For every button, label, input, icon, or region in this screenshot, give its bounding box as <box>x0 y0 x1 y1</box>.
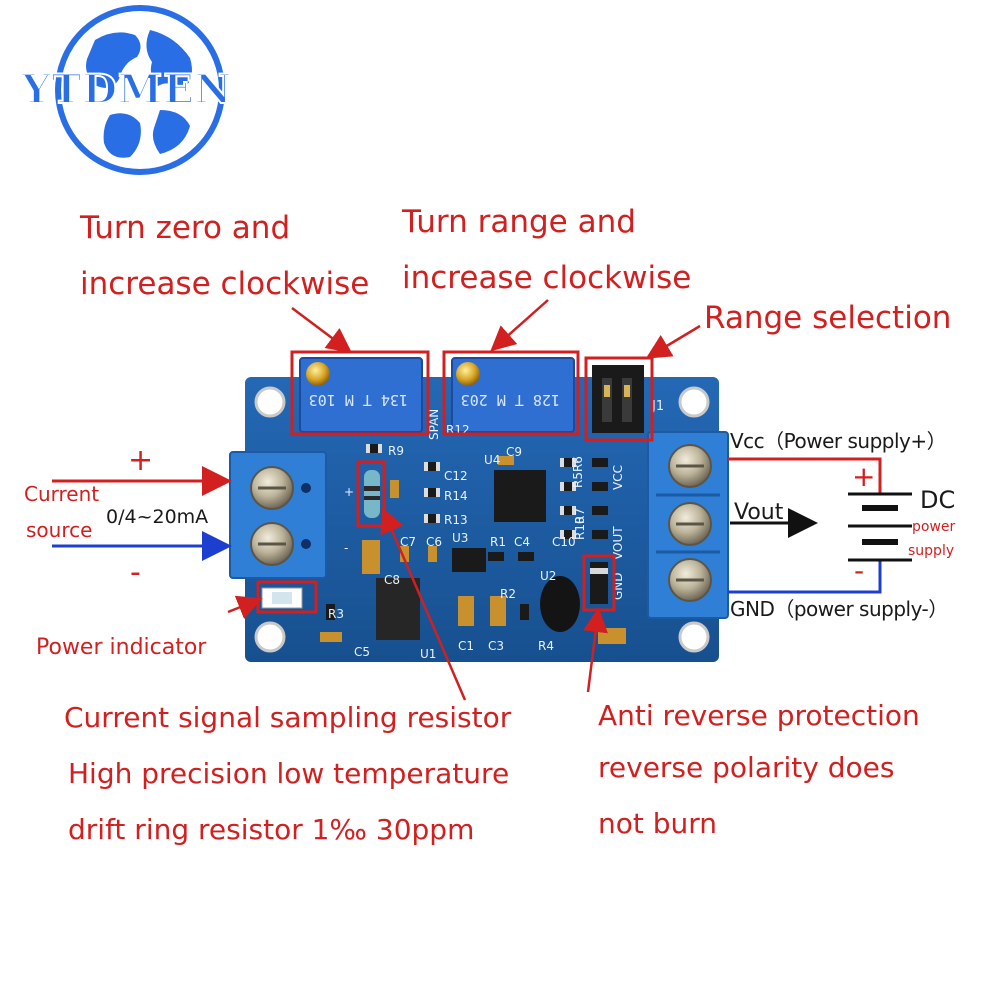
svg-text:C12: C12 <box>444 469 468 483</box>
logo-globe-icon <box>55 5 225 175</box>
svg-text:R4: R4 <box>538 639 554 653</box>
svg-text:R2: R2 <box>500 587 516 601</box>
anti-reverse-line1: Anti reverse protection <box>598 699 920 732</box>
range-label-line2: increase clockwise <box>402 260 692 296</box>
current-source-line1: Current <box>24 482 100 506</box>
range-jumper: J1 <box>592 365 664 433</box>
range-label-line1: Turn range and <box>402 204 636 240</box>
dc-sub-line2: supply <box>908 543 955 559</box>
current-range-label: 0/4~20mA <box>106 506 209 528</box>
svg-text:134 T M 103: 134 T M 103 <box>309 391 408 409</box>
power-indicator-label: Power indicator <box>36 635 207 660</box>
svg-text:R13: R13 <box>444 513 468 527</box>
sampling-label-line1: Current signal sampling resistor <box>64 701 512 734</box>
current-source-line2: source <box>26 518 93 542</box>
input-minus-label: - <box>130 555 141 590</box>
dc-sub-line1: power <box>912 519 956 535</box>
components <box>261 444 626 644</box>
svg-text:C9: C9 <box>506 445 522 459</box>
svg-text:R5R6: R5R6 <box>571 456 585 488</box>
svg-text:R14: R14 <box>444 489 468 503</box>
highlight-boxes <box>256 350 654 614</box>
dc-label: DC <box>920 486 956 514</box>
svg-text:VOUT: VOUT <box>611 526 625 560</box>
svg-text:C1: C1 <box>458 639 474 653</box>
input-terminal-block <box>229 451 327 579</box>
svg-text:R7: R7 <box>573 508 587 524</box>
svg-text:+: + <box>344 485 354 499</box>
svg-text:R9: R9 <box>388 444 404 458</box>
svg-text:C6: C6 <box>426 535 442 549</box>
svg-text:U1: U1 <box>420 647 436 661</box>
input-plus-label: + <box>128 443 154 478</box>
brand-logo: YTDMEN <box>21 65 233 114</box>
sampling-label-line3: drift ring resistor 1‰ 30ppm <box>68 813 475 846</box>
zero-label-line1: Turn zero and <box>80 210 291 246</box>
zero-potentiometer: 134 T M 103 <box>299 357 423 433</box>
svg-text:R3: R3 <box>328 607 344 621</box>
dc-plus-label: + <box>852 460 876 493</box>
svg-text:SPAN: SPAN <box>427 409 441 440</box>
dc-minus-label: - <box>854 554 865 587</box>
svg-text:-: - <box>344 541 348 555</box>
svg-text:U4: U4 <box>484 453 500 467</box>
anti-reverse-line3: not burn <box>598 807 718 840</box>
svg-text:R10: R10 <box>573 516 587 540</box>
svg-text:C3: C3 <box>488 639 504 653</box>
svg-text:U3: U3 <box>452 531 468 545</box>
svg-text:J1: J1 <box>651 399 664 414</box>
dc-supply-icon <box>848 492 912 562</box>
svg-text:VCC: VCC <box>611 465 625 490</box>
output-terminal-block <box>647 431 729 619</box>
gnd-wire <box>728 560 882 594</box>
zero-label-line2: increase clockwise <box>80 266 370 302</box>
svg-text:C7: C7 <box>400 535 416 549</box>
svg-text:R1: R1 <box>490 535 506 549</box>
vout-label: Vout <box>734 500 784 525</box>
range-selection-label: Range selection <box>704 300 952 336</box>
svg-text:U2: U2 <box>540 569 556 583</box>
svg-text:C4: C4 <box>514 535 530 549</box>
gnd-label: GND（power supply-） <box>730 597 948 621</box>
anti-reverse-line2: reverse polarity does <box>598 751 895 784</box>
svg-text:C8: C8 <box>384 573 400 587</box>
vcc-label: Vcc（Power supply+） <box>730 429 947 453</box>
svg-text:C5: C5 <box>354 645 370 659</box>
leader-lines <box>227 299 701 701</box>
sampling-label-line2: High precision low temperature <box>68 757 510 790</box>
svg-text:128 T M 203: 128 T M 203 <box>461 391 560 409</box>
vcc-wire <box>728 457 882 494</box>
svg-text:C10: C10 <box>552 535 576 549</box>
span-potentiometer: 128 T M 203 <box>451 357 575 433</box>
